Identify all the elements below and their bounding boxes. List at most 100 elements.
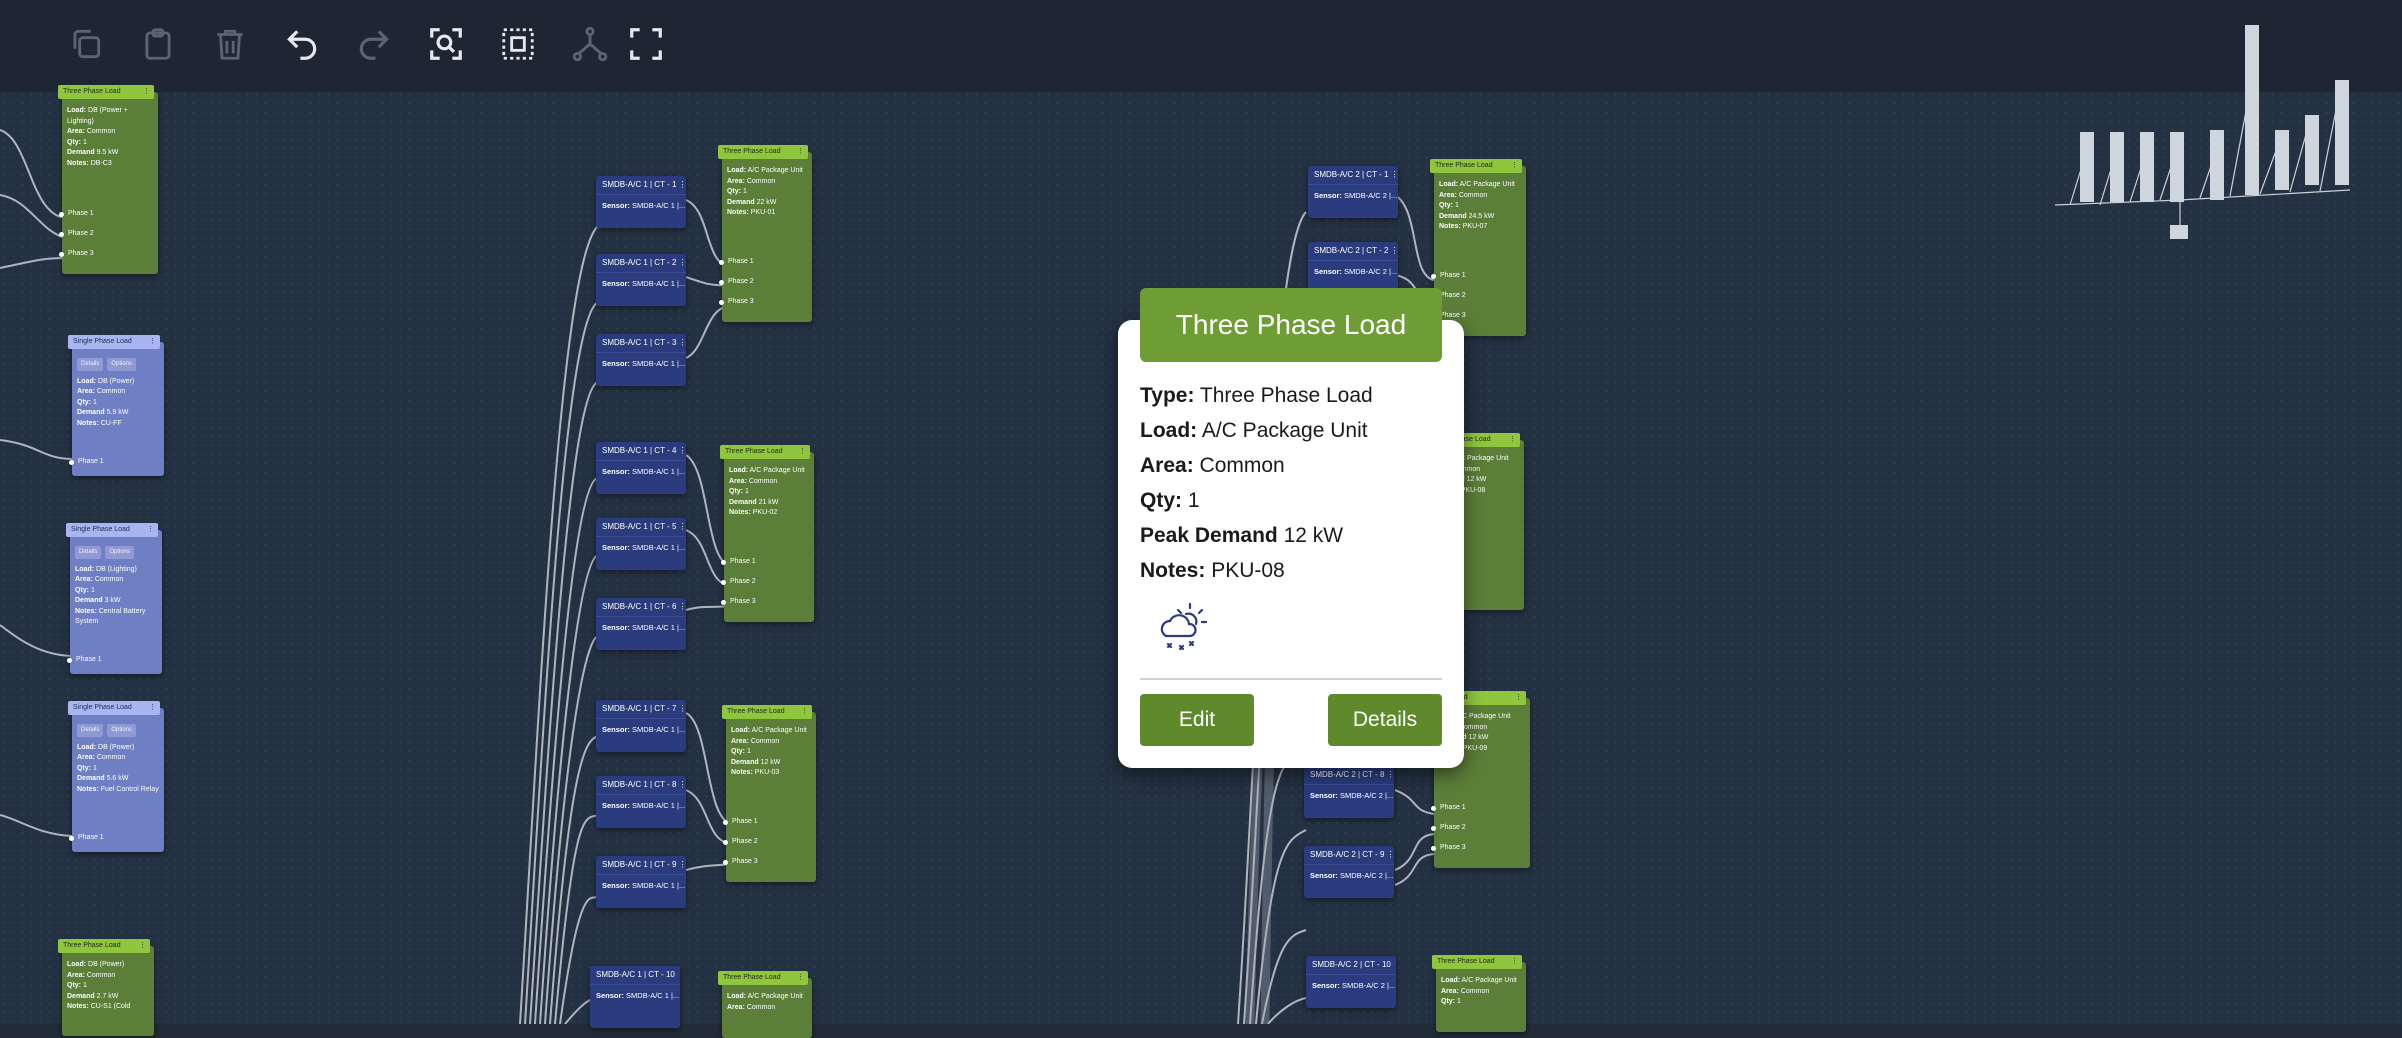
- phase-1-port[interactable]: Phase 1: [719, 258, 754, 265]
- node-menu-icon[interactable]: ⋮: [1386, 850, 1394, 859]
- details-pill-button[interactable]: Details: [77, 724, 104, 737]
- node-menu-icon[interactable]: ⋮: [678, 780, 686, 789]
- phase-2-port[interactable]: Phase 2: [1431, 824, 1466, 831]
- options-pill-button[interactable]: Options: [107, 724, 137, 737]
- ct-sensor-node[interactable]: SMDB-A/C 1 | CT - 7 ⋮ Sensor: SMDB-A/C 1…: [596, 700, 686, 752]
- three-phase-load-node[interactable]: Three Phase Load ⋮ Load: DB (Power)Area:…: [58, 939, 154, 1036]
- ct-sensor-node[interactable]: SMDB-A/C 2 | CT - 2 ⋮ Sensor: SMDB-A/C 2…: [1308, 242, 1398, 294]
- ct-sensor-node[interactable]: SMDB-A/C 2 | CT - 10 ⋮ Sensor: SMDB-A/C …: [1306, 956, 1396, 1008]
- phase-2-port[interactable]: Phase 2: [59, 230, 94, 237]
- details-button[interactable]: Details: [1328, 694, 1442, 746]
- ct-sensor-node[interactable]: SMDB-A/C 2 | CT - 9 ⋮ Sensor: SMDB-A/C 2…: [1304, 846, 1394, 898]
- ct-node-sensor: Sensor: SMDB-A/C 1 |...: [602, 543, 686, 552]
- phase-3-port[interactable]: Phase 3: [723, 858, 758, 865]
- node-menu-icon[interactable]: ⋮: [1386, 770, 1394, 779]
- node-menu-icon[interactable]: ⋮: [1390, 246, 1398, 255]
- node-menu-icon[interactable]: ⋮: [147, 526, 154, 533]
- node-menu-icon[interactable]: ⋮: [797, 974, 804, 981]
- node-menu-icon[interactable]: ⋮: [143, 88, 150, 95]
- node-notes: Notes: Fuel Control Relay: [77, 785, 159, 793]
- ct-sensor-node[interactable]: SMDB-A/C 1 | CT - 4 ⋮ Sensor: SMDB-A/C 1…: [596, 442, 686, 494]
- ct-sensor-node[interactable]: SMDB-A/C 2 | CT - 1 ⋮ Sensor: SMDB-A/C 2…: [1308, 166, 1398, 218]
- undo-button[interactable]: [278, 20, 326, 68]
- phase-3-port[interactable]: Phase 3: [59, 250, 94, 257]
- node-menu-icon[interactable]: ⋮: [678, 258, 686, 267]
- phase-1-port[interactable]: Phase 1: [721, 558, 756, 565]
- details-pill-button[interactable]: Details: [77, 358, 104, 371]
- phase-1-port[interactable]: Phase 1: [59, 210, 94, 217]
- zoom-fit-button[interactable]: [422, 20, 470, 68]
- ct-sensor-node[interactable]: SMDB-A/C 1 | CT - 10 ⋮ Sensor: SMDB-A/C …: [590, 966, 680, 1028]
- ct-sensor-node[interactable]: SMDB-A/C 1 | CT - 9 ⋮ Sensor: SMDB-A/C 1…: [596, 856, 686, 908]
- paste-button[interactable]: [134, 20, 182, 68]
- node-menu-icon[interactable]: ⋮: [1515, 694, 1522, 701]
- three-phase-load-node[interactable]: Three Phase Load ⋮ Load: A/C Package Uni…: [718, 971, 812, 1038]
- node-menu-icon[interactable]: ⋮: [678, 522, 686, 531]
- three-phase-load-node[interactable]: Three Phase Load ⋮ Load: A/C Package Uni…: [720, 445, 814, 622]
- phase-1-port[interactable]: Phase 1: [1431, 272, 1466, 279]
- phase-1-port[interactable]: Phase 1: [67, 656, 102, 663]
- three-phase-load-node[interactable]: Three Phase Load ⋮ Load: A/C Package Uni…: [722, 705, 816, 882]
- three-phase-load-node[interactable]: Three Phase Load ⋮ Load: A/C Package Uni…: [1432, 955, 1526, 1032]
- options-pill-button[interactable]: Options: [105, 546, 135, 559]
- node-demand: Demand 21 kW: [729, 498, 779, 506]
- node-menu-icon[interactable]: ⋮: [799, 448, 806, 455]
- copy-button[interactable]: [62, 20, 110, 68]
- three-phase-load-node[interactable]: Three Phase Load ⋮ Load: DB (Power + Lig…: [58, 85, 158, 274]
- node-menu-icon[interactable]: ⋮: [797, 148, 804, 155]
- node-menu-icon[interactable]: ⋮: [1511, 958, 1518, 965]
- ct-sensor-node[interactable]: SMDB-A/C 1 | CT - 6 ⋮ Sensor: SMDB-A/C 1…: [596, 598, 686, 650]
- ct-sensor-node[interactable]: SMDB-A/C 1 | CT - 5 ⋮ Sensor: SMDB-A/C 1…: [596, 518, 686, 570]
- phase-2-port[interactable]: Phase 2: [721, 578, 756, 585]
- ct-sensor-node[interactable]: SMDB-A/C 2 | CT - 8 ⋮ Sensor: SMDB-A/C 2…: [1304, 766, 1394, 818]
- copy-icon: [73, 29, 101, 59]
- ct-node-title: SMDB-A/C 1 | CT - 2 ⋮: [596, 254, 686, 273]
- node-menu-icon[interactable]: ⋮: [678, 860, 686, 869]
- node-menu-icon[interactable]: ⋮: [678, 446, 686, 455]
- node-menu-icon[interactable]: ⋮: [801, 708, 808, 715]
- ct-sensor-node[interactable]: SMDB-A/C 1 | CT - 8 ⋮ Sensor: SMDB-A/C 1…: [596, 776, 686, 828]
- auto-layout-button[interactable]: [566, 20, 614, 68]
- node-qty: Qty: 1: [67, 982, 87, 989]
- node-menu-icon[interactable]: ⋮: [678, 338, 686, 347]
- node-menu-icon[interactable]: ⋮: [1511, 162, 1518, 169]
- minimap[interactable]: [2050, 20, 2360, 250]
- delete-button[interactable]: [206, 20, 254, 68]
- three-phase-load-node[interactable]: Three Phase Load ⋮ Load: A/C Package Uni…: [1430, 159, 1526, 336]
- phase-3-port[interactable]: Phase 3: [719, 298, 754, 305]
- ct-sensor-node[interactable]: SMDB-A/C 1 | CT - 2 ⋮ Sensor: SMDB-A/C 1…: [596, 254, 686, 306]
- node-menu-icon[interactable]: ⋮: [678, 180, 686, 189]
- fullscreen-button[interactable]: [622, 20, 670, 68]
- phase-1-port[interactable]: Phase 1: [69, 834, 104, 841]
- select-area-button[interactable]: [494, 20, 542, 68]
- phase-2-port[interactable]: Phase 2: [719, 278, 754, 285]
- phase-3-port[interactable]: Phase 3: [721, 598, 756, 605]
- node-menu-icon[interactable]: ⋮: [678, 602, 686, 611]
- node-menu-icon[interactable]: ⋮: [1509, 436, 1516, 443]
- ct-sensor-node[interactable]: SMDB-A/C 1 | CT - 1 ⋮ Sensor: SMDB-A/C 1…: [596, 176, 686, 228]
- node-menu-icon[interactable]: ⋮: [139, 942, 146, 949]
- node-area: Area: Common: [77, 388, 126, 395]
- node-menu-icon[interactable]: ⋮: [678, 704, 686, 713]
- phase-1-port[interactable]: Phase 1: [1431, 804, 1466, 811]
- node-menu-icon[interactable]: ⋮: [1393, 960, 1396, 969]
- three-phase-load-node[interactable]: Three Phase Load ⋮ Load: A/C Package Uni…: [718, 145, 812, 322]
- node-menu-icon[interactable]: ⋮: [1390, 170, 1398, 179]
- details-pill-button[interactable]: Details: [75, 546, 102, 559]
- redo-button[interactable]: [350, 20, 398, 68]
- node-title: Three Phase Load ⋮: [718, 971, 808, 985]
- phase-2-port[interactable]: Phase 2: [723, 838, 758, 845]
- options-pill-button[interactable]: Options: [107, 358, 137, 371]
- node-menu-icon[interactable]: ⋮: [149, 338, 156, 345]
- edit-button[interactable]: Edit: [1140, 694, 1254, 746]
- phase-1-port[interactable]: Phase 1: [69, 458, 104, 465]
- node-menu-icon[interactable]: ⋮: [677, 970, 680, 979]
- ct-sensor-node[interactable]: SMDB-A/C 1 | CT - 3 ⋮ Sensor: SMDB-A/C 1…: [596, 334, 686, 386]
- phase-3-port[interactable]: Phase 3: [1431, 844, 1466, 851]
- ct-node-title: SMDB-A/C 1 | CT - 1 ⋮: [596, 176, 686, 195]
- phase-1-port[interactable]: Phase 1: [723, 818, 758, 825]
- node-menu-icon[interactable]: ⋮: [149, 704, 156, 711]
